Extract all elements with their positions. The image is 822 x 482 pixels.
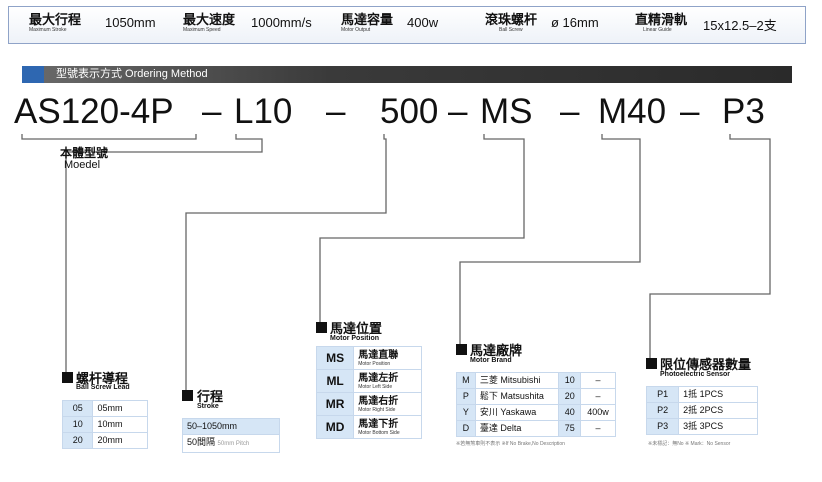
ordering-header-bar <box>22 66 792 83</box>
code-length: 500 <box>380 92 439 131</box>
motor-brand-square-icon <box>456 344 467 355</box>
code-dash-3: – <box>448 92 468 131</box>
stroke-sub: Stroke <box>197 403 219 410</box>
sensor-title: 限位傳感器數量 <box>660 357 752 372</box>
code-base-model: AS120-4P <box>14 92 174 131</box>
spec-motor-output: 馬達容量 Motor Output <box>341 12 394 34</box>
code-dash-5: – <box>680 92 700 131</box>
ordering-header-accent <box>22 66 44 83</box>
spec-max-speed: 最大速度 Maximum Speed <box>183 12 236 34</box>
spec-max-stroke: 最大行程 Maximum Stroke <box>29 12 82 34</box>
ball-screw-title: 螺杆導程 <box>76 371 129 386</box>
motor-position-square-icon <box>316 322 327 333</box>
code-motor-brand: M40 <box>598 92 667 131</box>
code-dash-4: – <box>560 92 580 131</box>
stroke-square-icon <box>182 390 193 401</box>
spec-bar: 最大行程 Maximum Stroke 1050mm 最大速度 Maximum … <box>8 6 806 44</box>
table-row: 50間隔 50mm Pitch <box>182 434 280 453</box>
code-motor-position: MS <box>480 92 533 131</box>
code-stroke-lead: L10 <box>234 92 293 131</box>
model-title: 本體型號 <box>60 146 109 160</box>
motor-brand-note: ※若無煞車則不表示 ※If No Brake,No Description <box>456 441 565 447</box>
code-dash-1: – <box>202 92 222 131</box>
motor-brand-title: 馬達廠牌 <box>470 343 523 358</box>
stroke-table: 50–1050mm 50間隔 50mm Pitch <box>182 418 280 453</box>
motor-brand-sub: Motor Brand <box>470 357 512 364</box>
sensor-note: ※未標記：無No ※ Mark：No Sensor <box>648 441 731 447</box>
table-row: 50–1050mm <box>182 418 280 435</box>
spec-ball-screw: 滾珠螺杆 Ball Screw <box>485 12 538 34</box>
sensor-sub: Photoelectric Sensor <box>660 371 731 378</box>
stroke-title: 行程 <box>197 389 224 404</box>
model-sub: Moedel <box>64 159 101 171</box>
motor-position-title: 馬達位置 <box>330 321 383 336</box>
motor-position-sub: Motor Position <box>330 335 379 342</box>
spec-linear-guide: 直精滑軌 Linear Guide <box>635 12 688 34</box>
ball-screw-square-icon <box>62 372 73 383</box>
sensor-square-icon <box>646 358 657 369</box>
code-sensor: P3 <box>722 92 765 131</box>
ordering-title: 型號表示方式 Ordering Method <box>56 68 208 80</box>
ball-screw-sub: Ball Screw Lead <box>76 384 130 391</box>
code-dash-2: – <box>326 92 346 131</box>
